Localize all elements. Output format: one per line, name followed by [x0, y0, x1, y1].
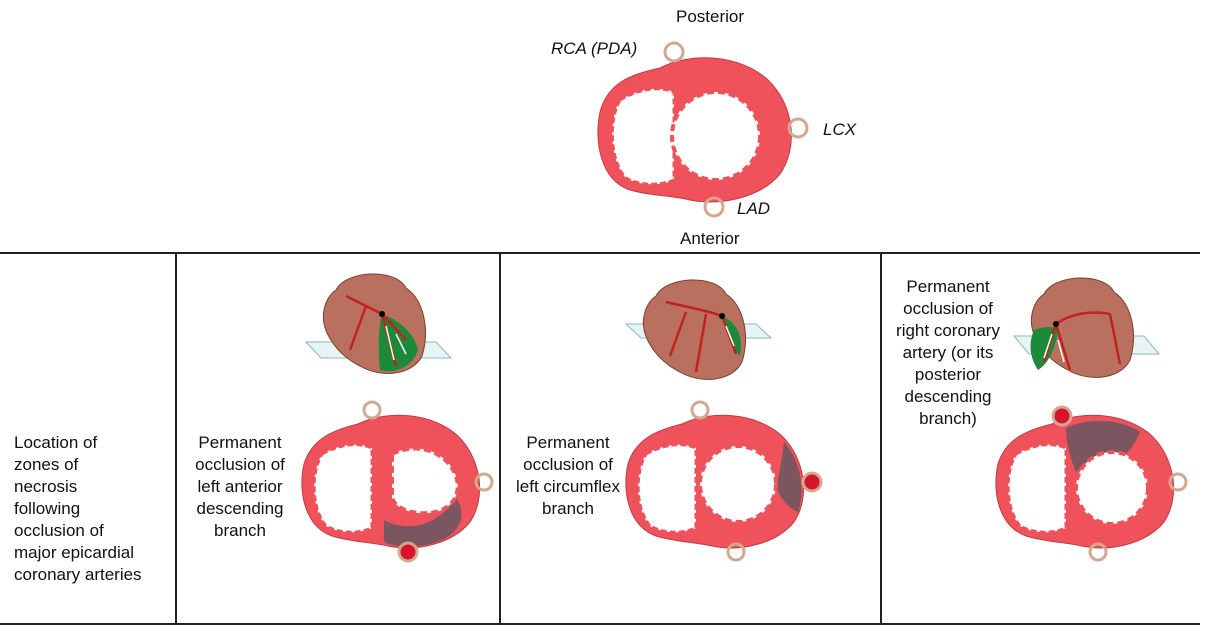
anterior-label: Anterior — [680, 229, 740, 248]
lv-cavity — [670, 90, 762, 182]
rca-caption-line: posterior — [914, 365, 982, 384]
lad-caption-line: descending — [196, 499, 284, 518]
table-top-rule — [0, 252, 1200, 254]
rca-heart-illustration-icon — [1012, 277, 1161, 378]
lad-cross-section — [301, 400, 494, 563]
vessel-ring-icon — [474, 472, 494, 492]
lad-caption-line: occlusion of — [195, 455, 285, 474]
lcx-caption: Permanent occlusion of left circumflex b… — [509, 432, 627, 520]
lad-vessel-ring — [703, 196, 725, 218]
rca-cross-section — [995, 405, 1188, 562]
lcx-caption-line: left circumflex — [516, 477, 620, 496]
rca-pda-label: RCA (PDA) — [551, 39, 638, 58]
column-divider-3 — [880, 253, 882, 623]
row-heading: Location of zones of necrosis following … — [14, 432, 142, 586]
row-heading-line: Location of — [14, 433, 98, 452]
lcx-cross-section — [625, 400, 823, 562]
row-heading-line: following — [14, 499, 81, 518]
lad-caption: Permanent occlusion of left anterior des… — [184, 432, 296, 542]
occluded-vessel-icon — [397, 541, 419, 563]
rca-caption-line: right coronary — [896, 321, 1000, 340]
rca-caption-line: branch) — [919, 409, 977, 428]
posterior-label: Posterior — [676, 7, 745, 26]
lcx-caption-line: Permanent — [526, 433, 610, 452]
rca-caption: Permanent occlusion of right coronary ar… — [888, 276, 1008, 430]
row-heading-line: occlusion of — [14, 521, 104, 540]
lad-heart-illustration-icon — [304, 273, 453, 374]
lcx-caption-line: occlusion of — [523, 455, 613, 474]
occluded-vessel-icon — [1051, 405, 1073, 427]
column-divider-1 — [175, 253, 177, 623]
rv-cavity — [610, 87, 676, 186]
vessel-ring-icon — [1168, 472, 1188, 492]
vessel-ring-icon — [726, 542, 746, 562]
row-heading-line: major epicardial — [14, 543, 134, 562]
lcx-vessel-ring — [787, 117, 809, 139]
row-heading-line: necrosis — [14, 477, 78, 496]
vessel-ring-icon — [362, 400, 382, 420]
rca-caption-line: descending — [904, 387, 992, 406]
lcx-label: LCX — [823, 120, 857, 139]
vessel-ring-icon — [690, 400, 710, 420]
occluded-vessel-icon — [801, 471, 823, 493]
lad-caption-line: Permanent — [198, 433, 282, 452]
lad-label: LAD — [737, 199, 771, 218]
reference-cross-section — [597, 41, 809, 218]
lcx-caption-line: branch — [542, 499, 594, 518]
row-heading-line: zones of — [14, 455, 79, 474]
lcx-heart-illustration-icon — [624, 279, 773, 380]
table-bottom-rule — [0, 623, 1200, 625]
row-heading-line: coronary arteries — [14, 565, 142, 584]
vessel-ring-icon — [1088, 542, 1108, 562]
rca-caption-line: artery (or its — [902, 343, 994, 362]
column-divider-2 — [499, 253, 501, 623]
rca-caption-line: occlusion of — [903, 299, 993, 318]
lad-caption-line: left anterior — [197, 477, 283, 496]
rca-vessel-ring — [663, 41, 685, 63]
lad-caption-line: branch — [214, 521, 266, 540]
rca-caption-line: Permanent — [906, 277, 990, 296]
